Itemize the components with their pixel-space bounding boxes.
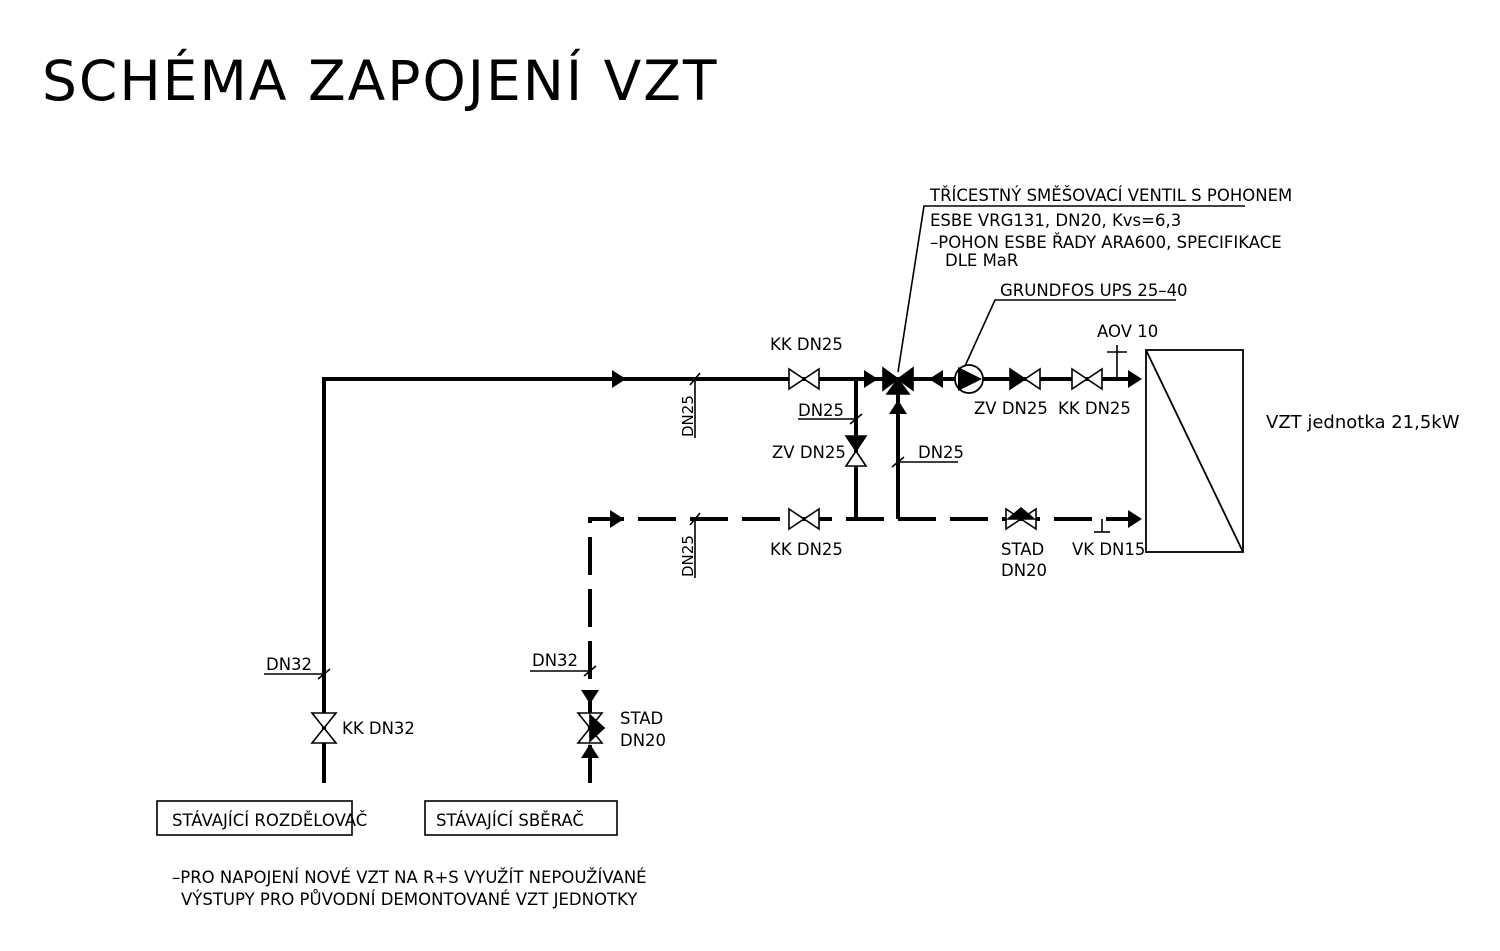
flow-arrow-supply-1 <box>612 370 626 388</box>
kk-label-supply-out: KK DN25 <box>1058 399 1131 418</box>
kk-valve-return <box>788 507 820 531</box>
mixing-valve-line2: –POHON ESBE ŘADY ARA600, SPECIFIKACE <box>930 233 1282 252</box>
dn-label-left: DN32 <box>266 655 312 674</box>
note-line-2: VÝSTUPY PRO PŮVODNÍ DEMONTOVANÉ VZT JEDN… <box>181 890 638 909</box>
flow-arrow-right-down <box>581 690 599 704</box>
stad-valve-right <box>576 712 606 744</box>
dn-label-right: DN32 <box>532 651 578 670</box>
zv-label-supply-out: ZV DN25 <box>974 399 1048 418</box>
air-vent-label: AOV 10 <box>1097 322 1158 341</box>
existing-distributor-label: STÁVAJÍCÍ ROZDĚLOVAČ <box>172 811 367 830</box>
kk-label-supply-main: KK DN25 <box>770 335 843 354</box>
flow-arrow-return-2 <box>1128 510 1142 528</box>
kk-label-left: KK DN32 <box>342 719 415 738</box>
note-line-1: –PRO NAPOJENÍ NOVÉ VZT NA R+S VYUŽÍT NEP… <box>172 868 647 887</box>
flow-arrow-return-1 <box>610 510 624 528</box>
vzt-unit-label: VZT jednotka 21,5kW <box>1266 412 1460 433</box>
vk-label: VK DN15 <box>1072 540 1145 559</box>
zv-valve-supply-out <box>1009 367 1041 391</box>
drain-valve-vk <box>1094 519 1110 533</box>
supply-pipe <box>322 377 1138 783</box>
vzt-unit <box>1145 349 1244 553</box>
circulation-pump <box>954 364 984 394</box>
zv-valve-bypass <box>844 435 868 467</box>
existing-distributor-box <box>156 800 353 836</box>
dn-label-bypass: DN25 <box>798 401 844 420</box>
dn-label-supply-vertical: DN25 <box>679 395 697 437</box>
flow-arrow-supply-3 <box>929 370 943 388</box>
page-title: SCHÉMA ZAPOJENÍ VZT <box>42 48 718 113</box>
mixing-valve-3way <box>882 366 914 395</box>
kk-valve-supply-out <box>1071 367 1103 391</box>
zv-label-bypass: ZV DN25 <box>772 443 846 462</box>
mixing-valve-leader <box>897 205 1245 373</box>
kk-label-return: KK DN25 <box>770 540 843 559</box>
mixing-valve-line1: ESBE VRG131, DN20, Kvs=6,3 <box>930 211 1181 230</box>
return-pipe <box>588 517 1138 783</box>
stad-label-return-2: DN20 <box>1001 561 1047 580</box>
existing-collector-label: STÁVAJÍCÍ SBĚRAČ <box>436 811 584 830</box>
flow-arrow-supply-4 <box>1128 370 1142 388</box>
air-vent-aov <box>1107 345 1127 379</box>
pump-label: GRUNDFOS UPS 25–40 <box>1000 281 1188 300</box>
dn-label-mix: DN25 <box>918 443 964 462</box>
dn-label-return-vertical: DN25 <box>679 535 697 577</box>
pump-leader <box>964 299 1176 367</box>
stad-label-right-1: STAD <box>620 709 663 728</box>
existing-collector-box <box>424 800 618 836</box>
mixing-valve-title: TŘÍCESTNÝ SMĚŠOVACÍ VENTIL S POHONEM <box>929 186 1292 205</box>
mixing-valve-line3: DLE MaR <box>945 251 1018 270</box>
stad-label-right-2: DN20 <box>620 731 666 750</box>
kk-valve-supply-main <box>788 367 820 391</box>
kk-valve-left <box>310 712 338 744</box>
flow-arrow-right-up <box>581 744 599 758</box>
stad-valve-return <box>1005 506 1037 531</box>
stad-label-return-1: STAD <box>1001 540 1044 559</box>
flow-arrow-supply-2 <box>864 370 878 388</box>
